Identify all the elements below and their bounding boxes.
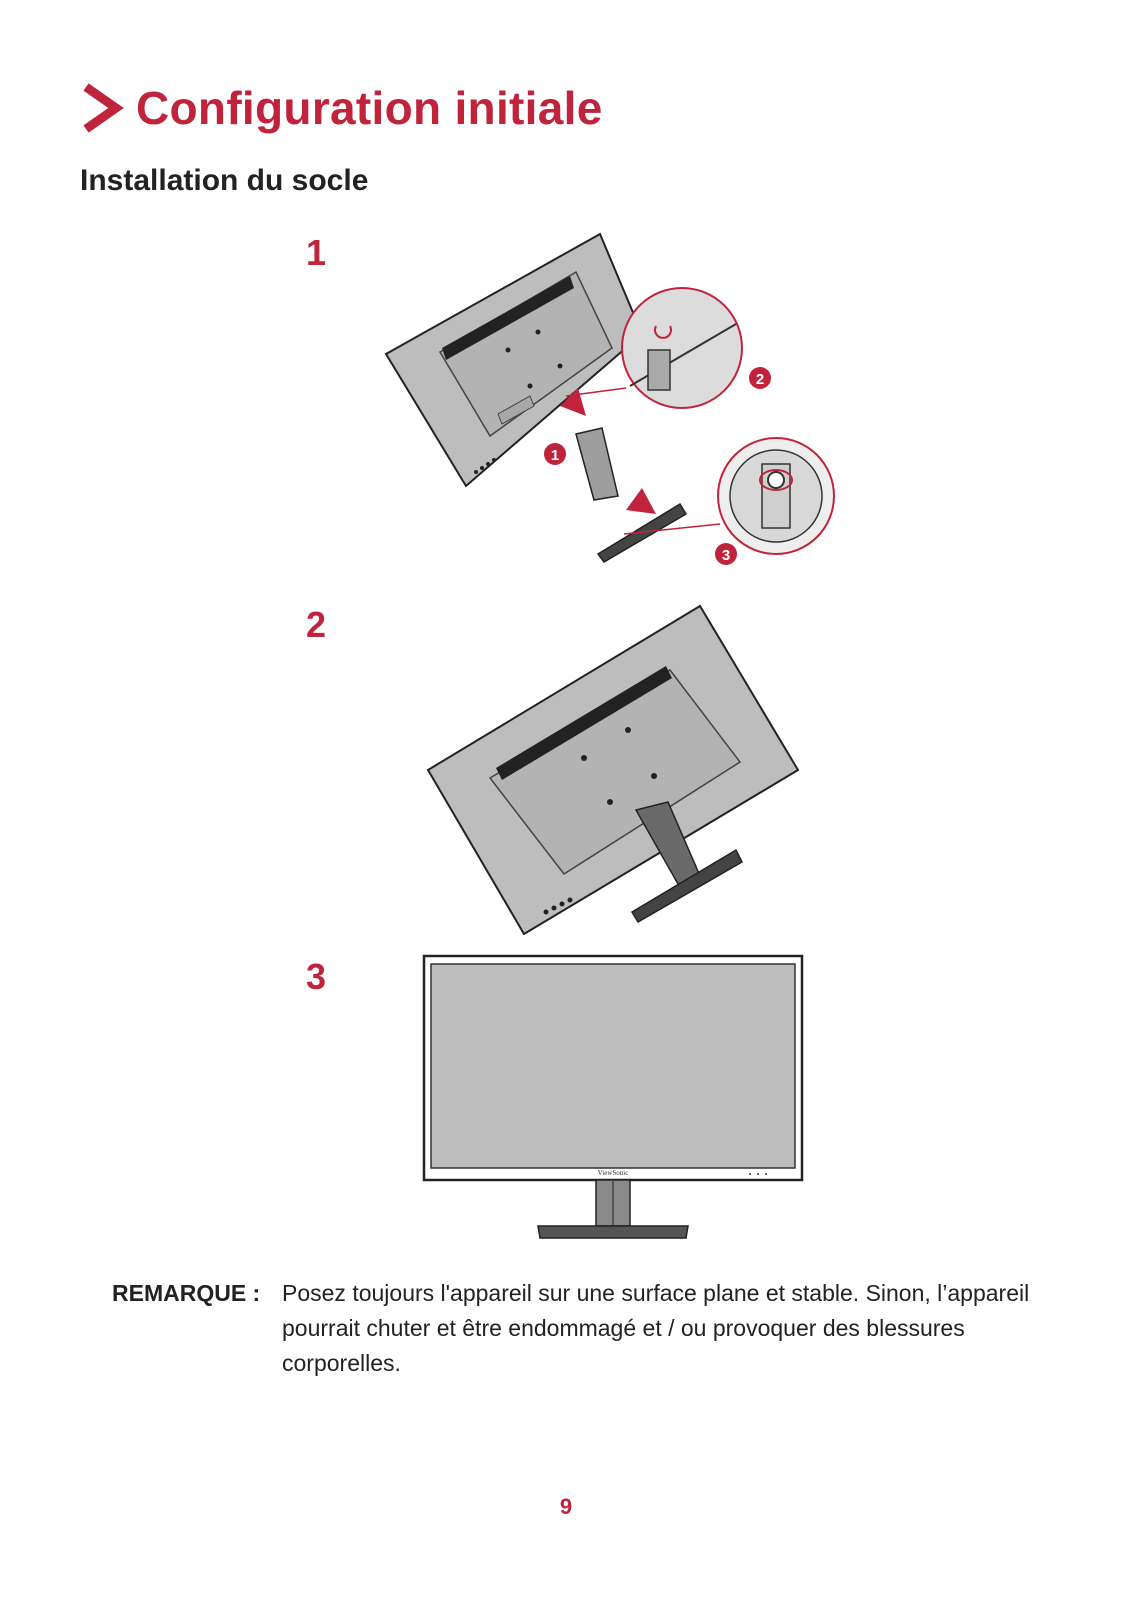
zoom-detail-screws xyxy=(565,287,743,409)
arrow-up-icon xyxy=(626,488,656,514)
monitor-front: ViewSonic xyxy=(422,954,804,1182)
page-title: Configuration initiale xyxy=(136,82,603,134)
stand-neck xyxy=(575,427,619,501)
stand-neck xyxy=(595,1179,631,1227)
note-text: Posez toujours l'appareil sur une surfac… xyxy=(282,1280,1030,1376)
step-number-1: 1 xyxy=(306,232,327,273)
step-number-3: 3 xyxy=(306,956,327,997)
chevron-right-icon xyxy=(83,83,124,133)
page-title-row: Configuration initiale xyxy=(80,78,603,138)
callout-badge-3: 3 xyxy=(715,543,737,565)
zoom-detail-base xyxy=(623,437,835,555)
step3-illustration: ViewSonic xyxy=(422,954,804,1239)
brand-logo: ViewSonic xyxy=(598,1169,629,1177)
svg-text:3: 3 xyxy=(722,547,730,564)
page-number: 9 xyxy=(559,1494,573,1519)
svg-text:1: 1 xyxy=(551,447,559,464)
monitor-back xyxy=(384,232,644,488)
stand-base xyxy=(537,1225,689,1239)
stand-base xyxy=(596,502,688,563)
callout-badge-1: 1 xyxy=(544,443,566,465)
arrow-up-icon xyxy=(560,388,586,416)
section-heading: Installation du socle xyxy=(80,164,369,197)
step1-illustration: 1 2 3 xyxy=(384,232,835,565)
stand-base xyxy=(630,848,743,924)
note-block: REMARQUE : Posez toujours l'appareil sur… xyxy=(112,1276,1032,1381)
step-number-2: 2 xyxy=(306,604,327,645)
callout-badge-2: 2 xyxy=(749,367,771,389)
step2-illustration xyxy=(426,604,800,936)
monitor-back xyxy=(426,604,800,936)
note-label: REMARQUE : xyxy=(112,1280,261,1306)
svg-text:2: 2 xyxy=(756,371,764,388)
